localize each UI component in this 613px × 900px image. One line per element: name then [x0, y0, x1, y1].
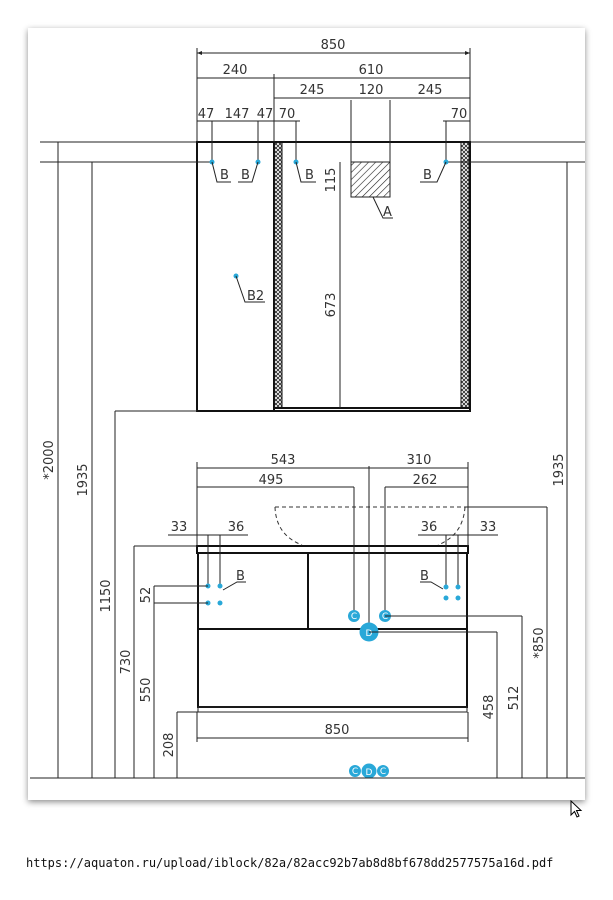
dim-730: 730: [119, 650, 134, 675]
dim-33-left: 33: [171, 520, 188, 535]
markers-b-top: B B B B A B2: [40, 159, 585, 304]
dim-262: 262: [413, 473, 438, 488]
dim-47-a: 47: [198, 107, 215, 122]
dim-673: 673: [324, 293, 339, 318]
dim-543: 543: [271, 453, 296, 468]
vanity-dimensions: 543 310 495 262 33 36 36 33 850: [168, 453, 498, 742]
left-dimensions: *2000 1935 1150 730 52 550 208: [30, 142, 585, 779]
top-dimensions: 850 240 610 245 120 245 47 147 47 70 70 …: [196, 38, 471, 408]
dim-2000: *2000: [42, 440, 57, 480]
dim-512: 512: [507, 686, 522, 711]
right-dimensions: 1935 *850 512 458: [369, 162, 568, 778]
dim-1150: 1150: [99, 579, 114, 612]
label-b: B: [220, 168, 229, 183]
upper-cabinet: [40, 100, 585, 412]
dim-36-right: 36: [421, 520, 438, 535]
label-c: C: [380, 767, 386, 777]
label-b2: B2: [247, 289, 264, 304]
dim-495: 495: [259, 473, 284, 488]
source-url[interactable]: https://aquaton.ru/upload/iblock/82a/82a…: [26, 856, 554, 870]
dim-1935-right: 1935: [552, 453, 567, 486]
dim-208: 208: [162, 733, 177, 758]
dim-70-b: 70: [451, 107, 468, 122]
dim-36-left: 36: [228, 520, 245, 535]
dim-240: 240: [223, 63, 248, 78]
label-a: A: [383, 205, 392, 220]
label-b: B: [305, 168, 314, 183]
markers-vanity: B B C C D C D C: [205, 569, 461, 779]
dim-33-right: 33: [480, 520, 497, 535]
dim-115: 115: [324, 168, 339, 193]
dim-458: 458: [482, 695, 497, 720]
label-b: B: [236, 569, 245, 584]
mouse-cursor-icon: [570, 800, 583, 818]
dim-245-right: 245: [418, 83, 443, 98]
dim-310: 310: [407, 453, 432, 468]
dim-47-b: 47: [257, 107, 274, 122]
dim-1935-left: 1935: [76, 463, 91, 496]
dim-245-left: 245: [300, 83, 325, 98]
dim-147: 147: [225, 107, 250, 122]
label-b: B: [241, 168, 250, 183]
label-b: B: [423, 168, 432, 183]
label-c: C: [382, 612, 388, 622]
dim-120: 120: [359, 83, 384, 98]
label-b: B: [420, 569, 429, 584]
dim-550: 550: [139, 678, 154, 703]
label-c: C: [352, 767, 358, 777]
label-d: D: [366, 768, 373, 778]
pdf-viewer: 850 240 610 245 120 245 47 147 47 70 70 …: [28, 28, 585, 818]
dim-850-right: *850: [532, 627, 547, 658]
vanity-unit: [196, 462, 469, 713]
dim-850-bottom: 850: [325, 723, 350, 738]
label-c: C: [351, 612, 357, 622]
dim-850-top: 850: [321, 38, 346, 53]
dim-610: 610: [359, 63, 384, 78]
label-d: D: [366, 629, 373, 639]
dim-70-a: 70: [279, 107, 296, 122]
technical-drawing: 850 240 610 245 120 245 47 147 47 70 70 …: [30, 38, 585, 779]
dim-52: 52: [139, 587, 154, 604]
pdf-page: [28, 28, 585, 800]
